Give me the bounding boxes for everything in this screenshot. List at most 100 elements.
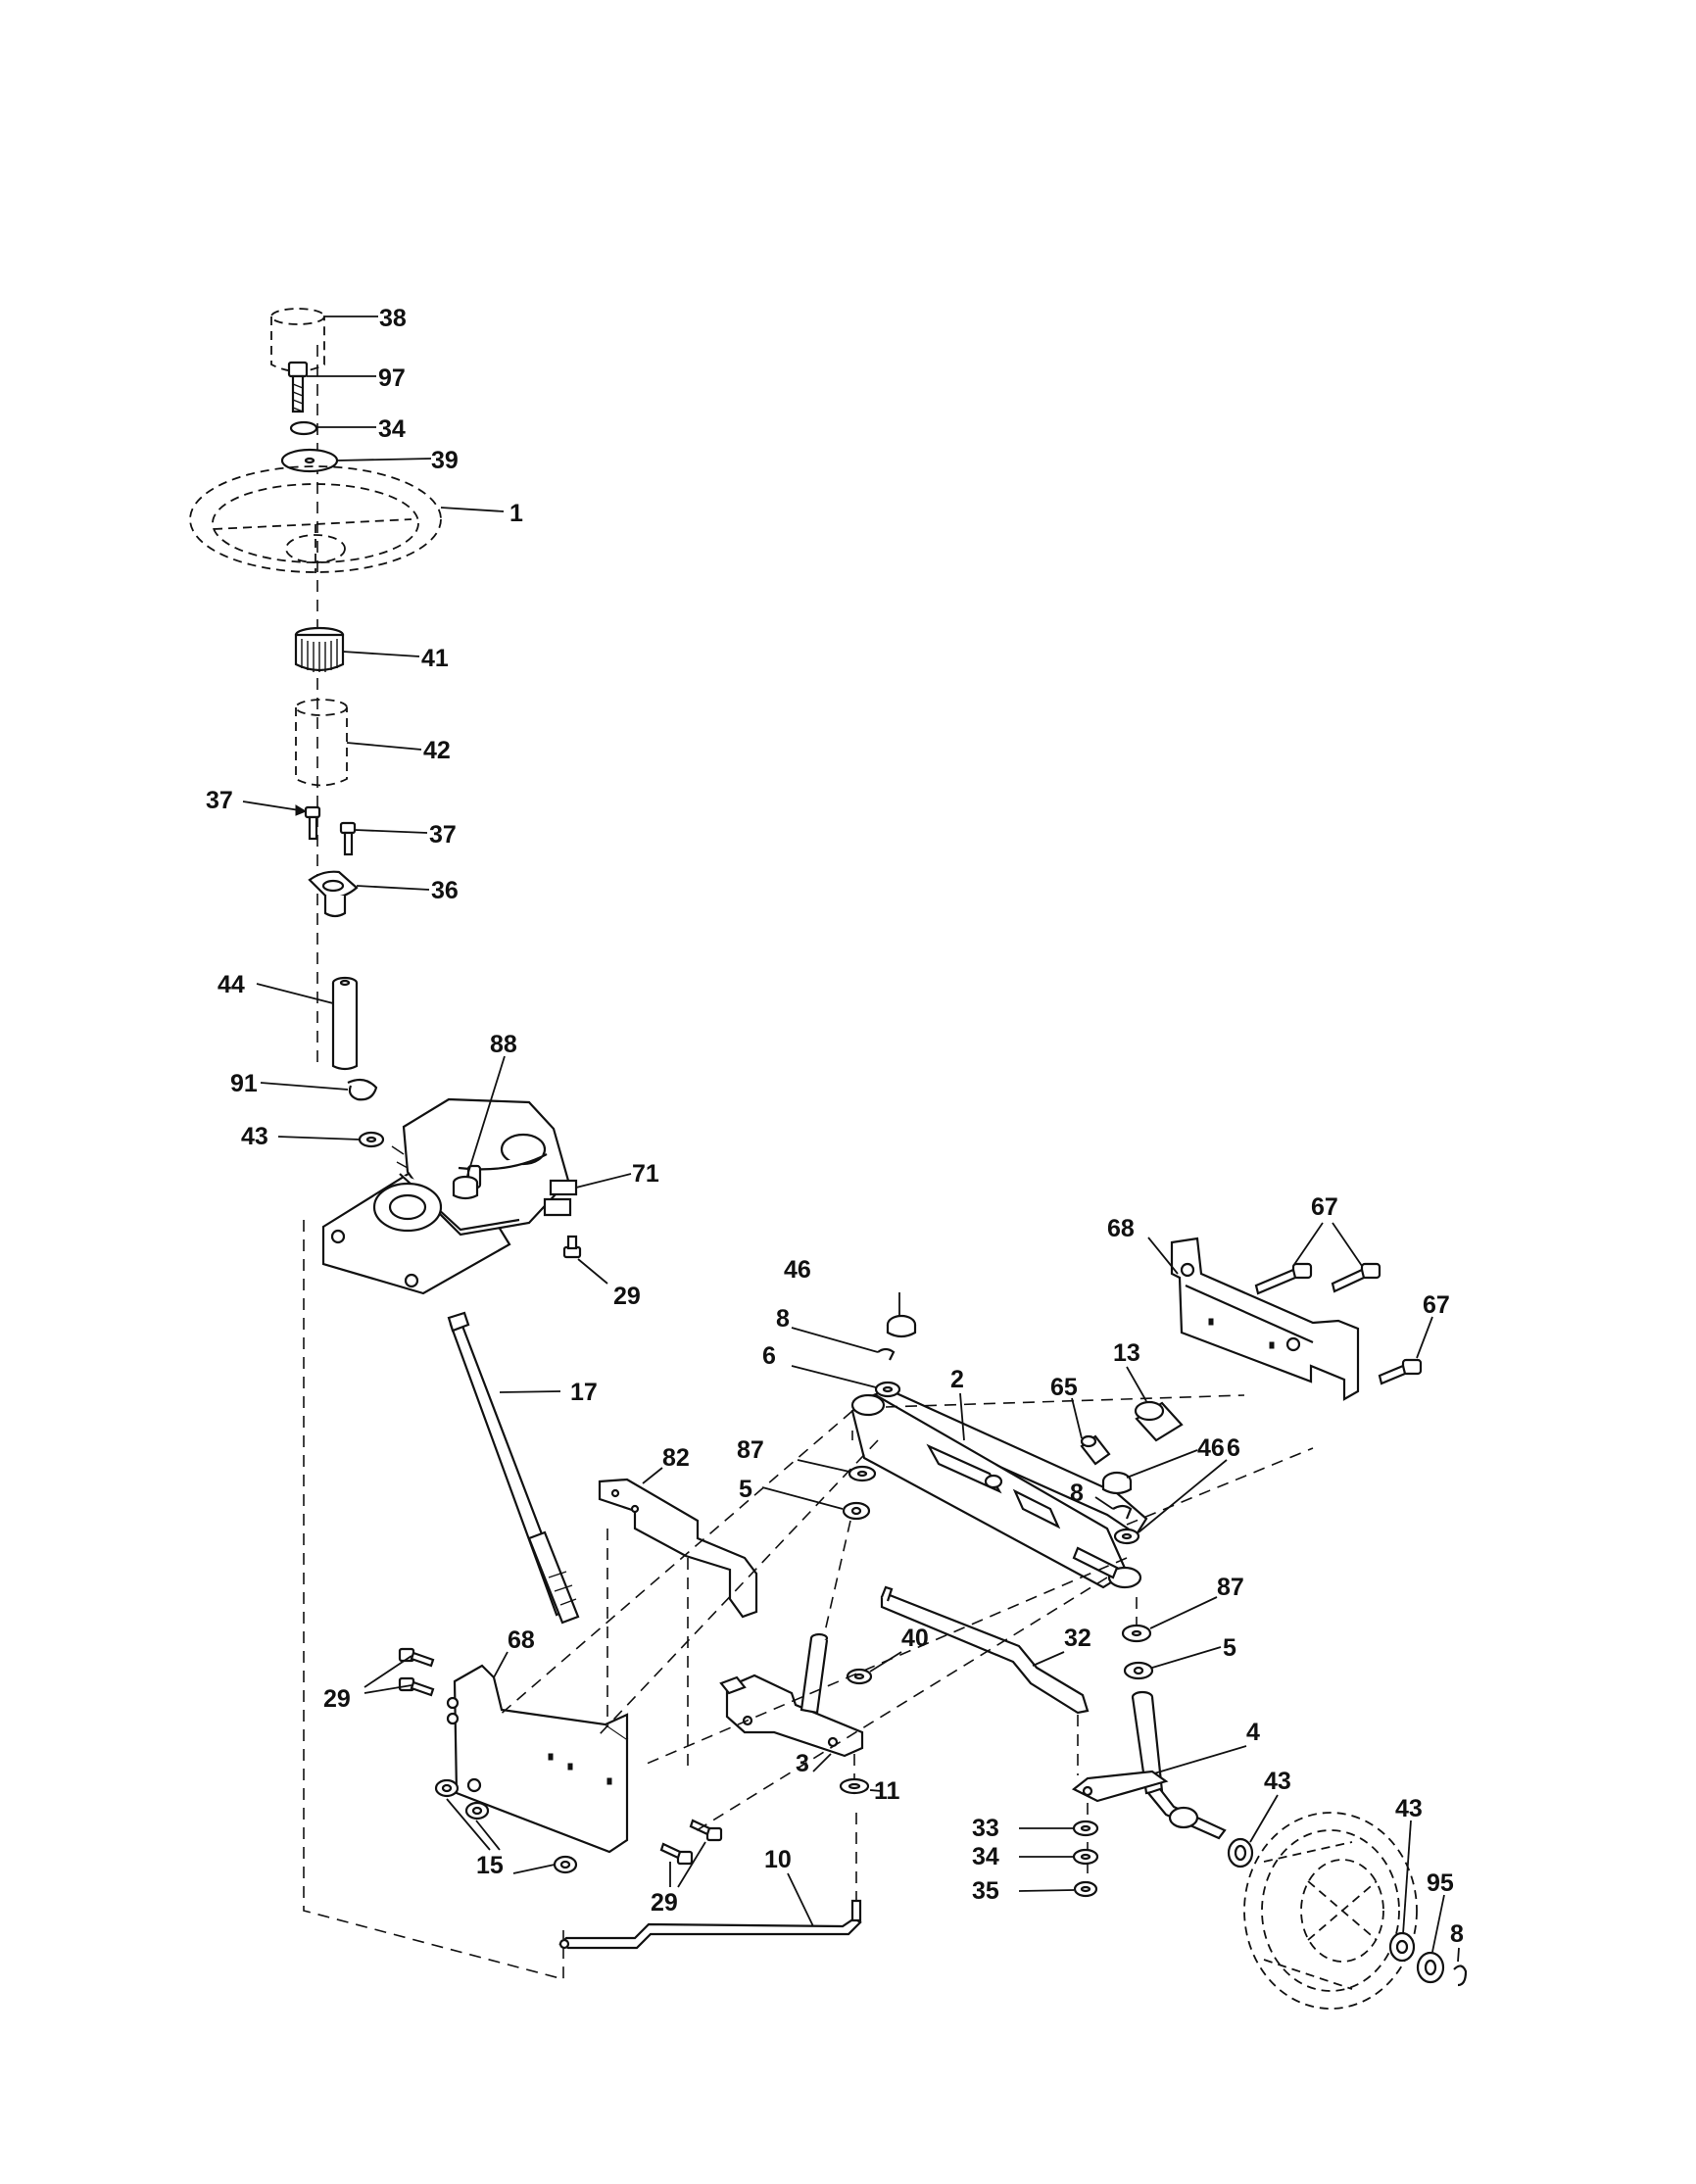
- axle-cap-46-left: [886, 1314, 917, 1338]
- steering-bolt: [287, 361, 309, 413]
- lock-washer-34-lower: [1072, 1848, 1099, 1866]
- callout-87a: 87: [737, 1436, 764, 1464]
- callout-13: 13: [1113, 1339, 1140, 1367]
- callout-29a: 29: [613, 1283, 641, 1310]
- callout-11: 11: [874, 1777, 900, 1805]
- bushing-13: [1134, 1400, 1184, 1442]
- callout-5b: 5: [1223, 1634, 1236, 1662]
- callout-33: 33: [972, 1815, 999, 1842]
- washer-5-right: [1123, 1661, 1154, 1680]
- pin-65: [1080, 1434, 1111, 1466]
- callout-1: 1: [509, 500, 523, 527]
- callout-6a: 6: [762, 1342, 776, 1370]
- assembly-line-1: [885, 1394, 1245, 1408]
- bolts-67: [1254, 1262, 1423, 1385]
- left-spindle-dashed-guide: [824, 1520, 851, 1632]
- clip-8-upper-left: [877, 1347, 896, 1361]
- callout-67a: 67: [1311, 1193, 1338, 1221]
- hairpin-clip: [347, 1078, 378, 1101]
- callout-8b: 8: [1070, 1480, 1084, 1507]
- lock-washer-upper: [289, 420, 318, 436]
- callout-41: 41: [421, 645, 449, 672]
- callout-32: 32: [1064, 1625, 1091, 1652]
- callout-labels: 3897343914142373736448891437129176867674…: [206, 305, 1464, 1948]
- assembly-line-2: [1126, 1447, 1314, 1526]
- callout-68b: 68: [508, 1626, 535, 1654]
- steering-gear-assembly: [321, 1097, 578, 1295]
- callout-43b: 43: [1264, 1768, 1291, 1795]
- callout-39: 39: [431, 447, 459, 474]
- assembly-line-4: [599, 1439, 879, 1735]
- washer-11: [839, 1777, 870, 1795]
- flange-bushing: [308, 870, 359, 918]
- callout-4: 4: [1246, 1719, 1260, 1746]
- steering-sleeve: [295, 699, 348, 787]
- tie-rod-32: [880, 1585, 1090, 1715]
- callout-97: 97: [378, 364, 406, 392]
- callout-88: 88: [490, 1031, 517, 1058]
- callout-68a: 68: [1107, 1215, 1135, 1242]
- callout-95: 95: [1427, 1869, 1454, 1897]
- steering-arm-3: [719, 1632, 864, 1758]
- spindle-4: [1071, 1690, 1227, 1840]
- callout-40: 40: [901, 1625, 929, 1652]
- callout-35: 35: [972, 1877, 999, 1905]
- callout-8c: 8: [1450, 1920, 1464, 1948]
- steering-wheel: [189, 465, 442, 573]
- drag-link-10: [558, 1899, 862, 1950]
- washer-5-left: [842, 1501, 871, 1521]
- bolts-29-left-pair: [398, 1647, 435, 1697]
- washer-43-spindle: [1227, 1837, 1254, 1869]
- washer-6-left: [874, 1381, 901, 1398]
- bolt-29-upper: [562, 1235, 582, 1259]
- steering-adapter: [294, 626, 345, 672]
- nut-35: [1073, 1880, 1098, 1898]
- washer-43-outer: [1388, 1931, 1416, 1963]
- leader-lines: [242, 315, 1460, 1963]
- callout-34b: 34: [972, 1843, 999, 1870]
- callout-71: 71: [632, 1160, 659, 1188]
- callout-38: 38: [379, 305, 407, 332]
- callout-82: 82: [662, 1444, 690, 1472]
- nuts-15: [434, 1778, 578, 1874]
- washer-43-upper: [358, 1131, 385, 1148]
- callout-8a: 8: [776, 1305, 790, 1333]
- callout-15: 15: [476, 1852, 504, 1879]
- front-wheel: [1243, 1812, 1418, 2010]
- mounting-plate-right: [1170, 1237, 1360, 1401]
- callout-44: 44: [218, 971, 245, 998]
- washer-87-right: [1121, 1624, 1152, 1643]
- bolts-29-lower-pair: [659, 1819, 723, 1866]
- washer-6-right: [1113, 1528, 1140, 1545]
- callout-43c: 43: [1395, 1795, 1423, 1822]
- axle-cap-46-right: [1101, 1471, 1133, 1495]
- callout-65: 65: [1050, 1374, 1078, 1401]
- bushing-40: [846, 1668, 873, 1685]
- callout-29c: 29: [651, 1889, 678, 1917]
- callout-37b: 37: [429, 821, 457, 849]
- washer-33: [1072, 1820, 1099, 1837]
- callout-36: 36: [431, 877, 459, 904]
- callout-46b: 46: [1197, 1434, 1225, 1462]
- washer-87-left: [848, 1465, 877, 1482]
- clip-8-outer: [1453, 1965, 1468, 1987]
- callout-87b: 87: [1217, 1574, 1244, 1601]
- callout-37a: 37: [206, 787, 233, 814]
- gear-knob: [452, 1175, 479, 1200]
- washer-95: [1416, 1951, 1445, 1984]
- callout-5a: 5: [739, 1476, 752, 1503]
- callout-91: 91: [230, 1070, 258, 1097]
- bracket-82: [598, 1478, 758, 1619]
- mounting-plate-left: [446, 1664, 629, 1854]
- clip-8-right: [1112, 1504, 1133, 1520]
- callout-42: 42: [423, 737, 451, 764]
- callout-3: 3: [796, 1750, 809, 1777]
- callout-10: 10: [764, 1846, 792, 1873]
- callout-17: 17: [570, 1379, 598, 1406]
- callout-34a: 34: [378, 415, 406, 443]
- assembly-line-6: [693, 1577, 1108, 1833]
- callout-6b: 6: [1227, 1434, 1240, 1462]
- front-axle-2: [850, 1387, 1148, 1589]
- callout-29b: 29: [323, 1685, 351, 1713]
